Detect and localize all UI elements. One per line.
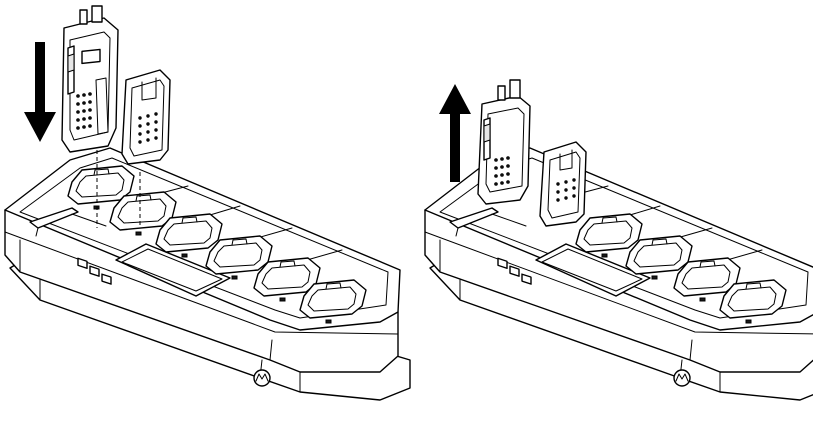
battery-icon [539, 141, 587, 227]
remove-panel [424, 79, 813, 401]
charger-left [4, 147, 411, 401]
charger-right [424, 147, 813, 401]
radio-icon [477, 79, 531, 205]
manufacturer-logo-icon [253, 369, 271, 387]
manufacturer-logo-icon [673, 369, 691, 387]
arrow-down-icon [24, 42, 56, 142]
arrow-up-icon [439, 84, 471, 182]
battery-icon [121, 69, 171, 165]
radio-icon [61, 5, 119, 153]
insert-panel [4, 5, 411, 401]
